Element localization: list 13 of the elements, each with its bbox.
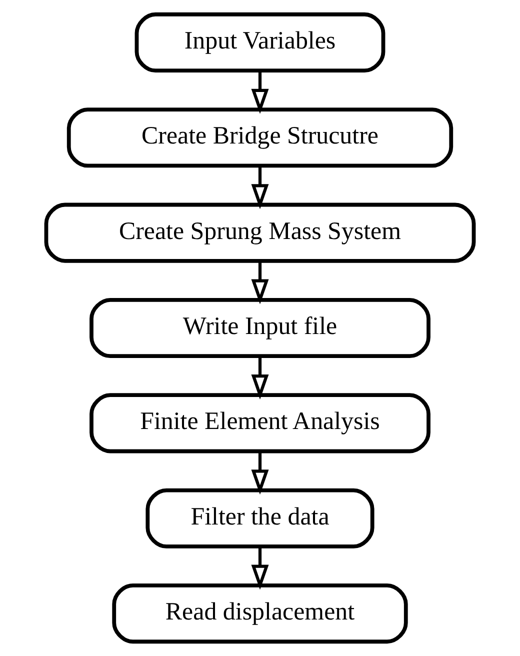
node-box: Read displacement (112, 584, 408, 644)
node-box: Filter the data (146, 488, 374, 548)
node-box: Finite Element Analysis (90, 393, 430, 454)
node-box: Write Input file (90, 298, 430, 358)
arrow (251, 451, 269, 495)
arrow (251, 356, 269, 400)
arrow (251, 546, 269, 590)
arrow (251, 70, 269, 114)
node-box: Input Variables (134, 12, 386, 72)
node-box: Create Sprung Mass System (44, 202, 476, 263)
arrow (251, 261, 269, 304)
node-box: Create Bridge Strucutre (66, 108, 454, 168)
arrow (251, 166, 269, 210)
